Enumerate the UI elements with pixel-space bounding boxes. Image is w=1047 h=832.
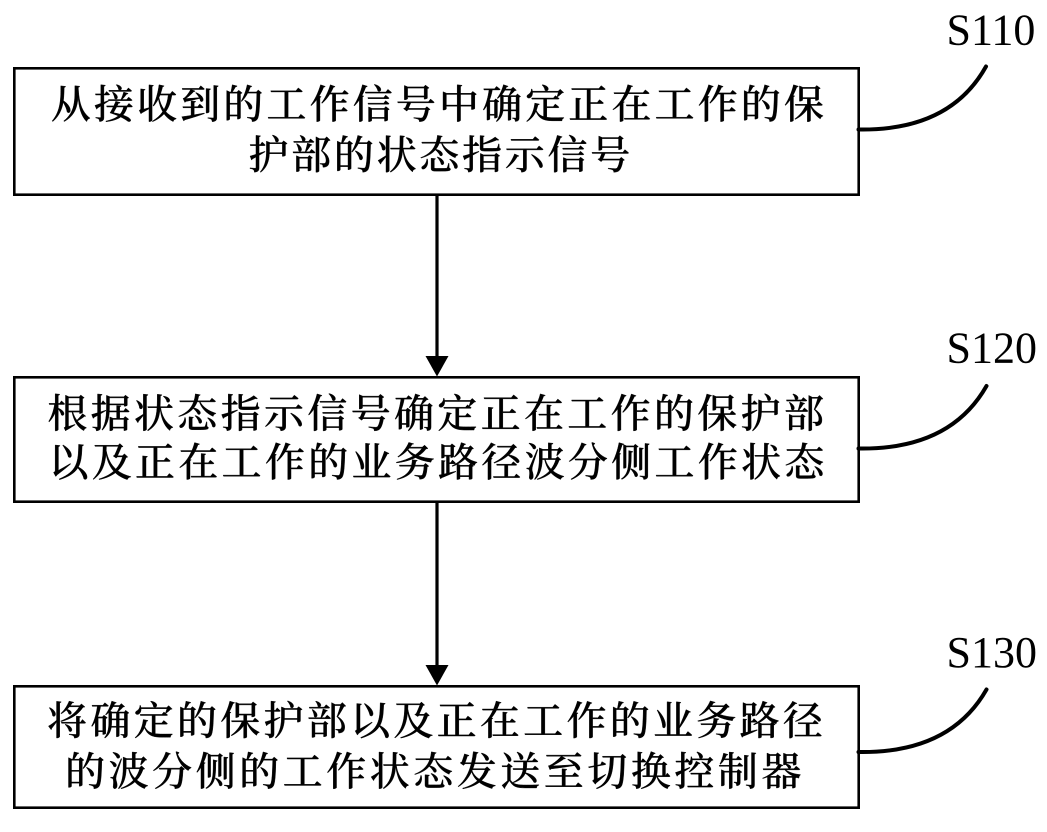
svg-text:S130: S130 bbox=[947, 628, 1037, 677]
svg-text:S120: S120 bbox=[947, 324, 1037, 373]
svg-text:S110: S110 bbox=[947, 6, 1036, 55]
